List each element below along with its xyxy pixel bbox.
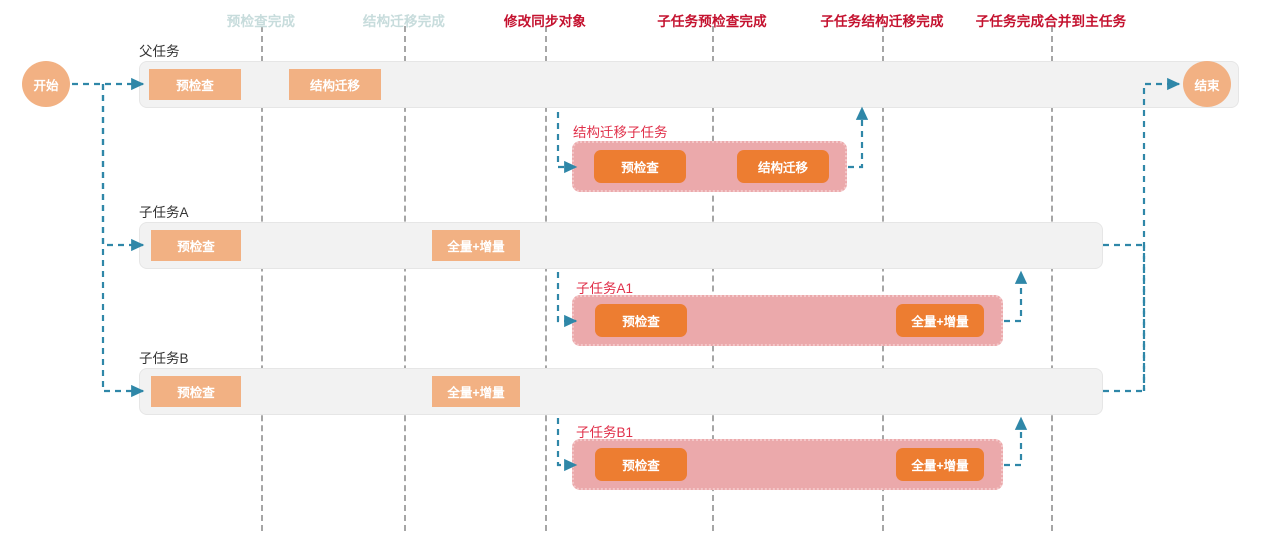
milestone-label: 子任务结构迁移完成: [820, 14, 944, 29]
start-node-label: 开始: [33, 78, 59, 93]
lane-track: [139, 61, 1239, 108]
subtask-block[interactable]: 预检查: [594, 150, 686, 183]
subtask-block[interactable]: 预检查: [595, 304, 687, 337]
milestone-gridline: [1051, 26, 1053, 531]
end-node-label: 结束: [1194, 78, 1220, 93]
milestone-gridline: [545, 26, 547, 531]
subgroup-title: 子任务A1: [576, 281, 634, 296]
wire-migration-to-parent: [848, 106, 869, 169]
milestone-label: 结构迁移完成: [362, 14, 446, 29]
milestone-gridline: [712, 26, 714, 531]
milestone-gridline: [404, 26, 406, 531]
task-block[interactable]: 预检查: [151, 376, 241, 407]
milestone-label: 子任务完成合并到主任务: [975, 14, 1127, 29]
start-node[interactable]: 开始: [22, 61, 70, 107]
lane-track: [139, 368, 1103, 415]
subtask-block[interactable]: 预检查: [595, 448, 687, 481]
wire-start-to-subtaskA: [101, 84, 145, 252]
milestone-label: 预检查完成: [226, 14, 296, 29]
wire-bus-to-end: [1142, 77, 1181, 391]
wire-B1-to-subtaskB: [1004, 416, 1028, 467]
subgroup-title: 子任务B1: [576, 425, 634, 440]
subgroup-title: 结构迁移子任务: [573, 125, 668, 140]
task-block[interactable]: 全量+增量: [432, 230, 520, 261]
subtask-block[interactable]: 全量+增量: [896, 304, 984, 337]
milestone-gridline: [882, 26, 884, 531]
task-block[interactable]: 全量+增量: [432, 376, 520, 407]
task-block[interactable]: 预检查: [151, 230, 241, 261]
lane-title: 子任务B: [139, 351, 189, 366]
end-node[interactable]: 结束: [1183, 61, 1231, 107]
lane-track: [139, 222, 1103, 269]
subtask-block[interactable]: 结构迁移: [737, 150, 829, 183]
milestone-label: 子任务预检查完成: [657, 14, 767, 29]
milestone-gridline: [261, 26, 263, 531]
subtask-block[interactable]: 全量+增量: [896, 448, 984, 481]
task-block[interactable]: 预检查: [149, 69, 241, 100]
wire-start-to-subtaskB: [101, 84, 145, 398]
lane-title: 父任务: [139, 44, 180, 59]
lane-title: 子任务A: [139, 205, 189, 220]
milestone-label: 修改同步对象: [503, 14, 587, 29]
task-block[interactable]: 结构迁移: [289, 69, 381, 100]
wire-A1-to-subtaskA: [1004, 270, 1028, 323]
